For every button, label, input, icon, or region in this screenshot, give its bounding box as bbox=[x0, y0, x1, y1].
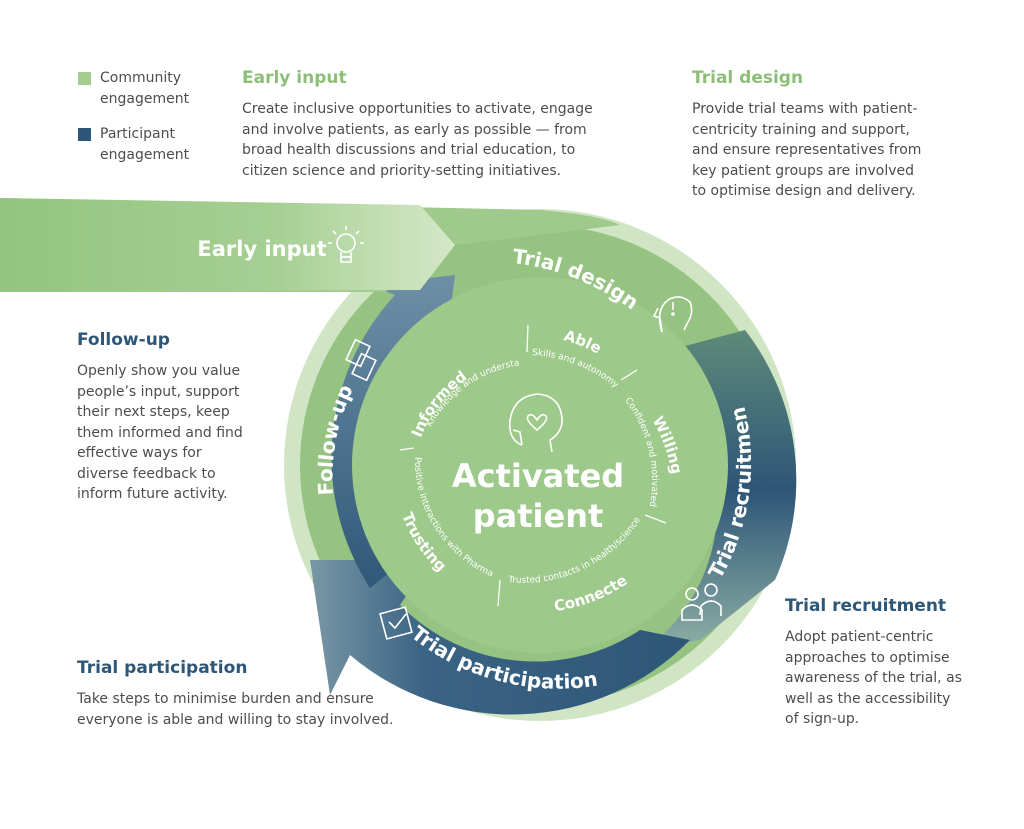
trial-recruitment-body: Adopt patient-centric approaches to opti… bbox=[785, 629, 962, 727]
follow-up-heading: Follow-up bbox=[77, 330, 170, 350]
early-input-arrow bbox=[0, 198, 455, 292]
checkbox-icon bbox=[379, 606, 413, 640]
legend-label-community: Community engagement bbox=[100, 70, 190, 107]
early-input-heading: Early input bbox=[242, 68, 347, 88]
people-icon bbox=[681, 583, 722, 621]
trial-participation-heading: Trial participation bbox=[77, 658, 248, 678]
follow-up-body: Openly show you value people’s input, su… bbox=[77, 363, 243, 502]
center-title-line2: patient bbox=[473, 497, 604, 535]
head-idea-icon bbox=[652, 296, 693, 333]
head-heart-icon bbox=[508, 393, 563, 453]
trial-participation-body: Take steps to minimise burden and ensure… bbox=[77, 691, 394, 728]
early-input-label: Early input bbox=[197, 237, 326, 261]
lightbulb-icon bbox=[328, 226, 364, 263]
segment-dividers bbox=[399, 324, 667, 607]
center-title-line1: Activated bbox=[452, 457, 624, 495]
legend-label-participant: Participant engagement bbox=[100, 126, 190, 163]
legend-swatch-participant bbox=[78, 128, 91, 141]
legend-item-community: Community engagement bbox=[78, 68, 210, 110]
trial-recruitment-heading: Trial recruitment bbox=[785, 596, 947, 616]
legend-item-participant: Participant engagement bbox=[78, 124, 210, 166]
inner-circle bbox=[352, 277, 728, 653]
legend-swatch-community bbox=[78, 72, 91, 85]
early-input-body: Create inclusive opportunities to activa… bbox=[242, 101, 593, 179]
linked-documents-icon bbox=[345, 338, 377, 382]
trial-design-heading: Trial design bbox=[692, 68, 804, 88]
trial-participation-arrow bbox=[310, 560, 690, 715]
trial-design-body: Provide trial teams with patient-centric… bbox=[692, 101, 922, 199]
